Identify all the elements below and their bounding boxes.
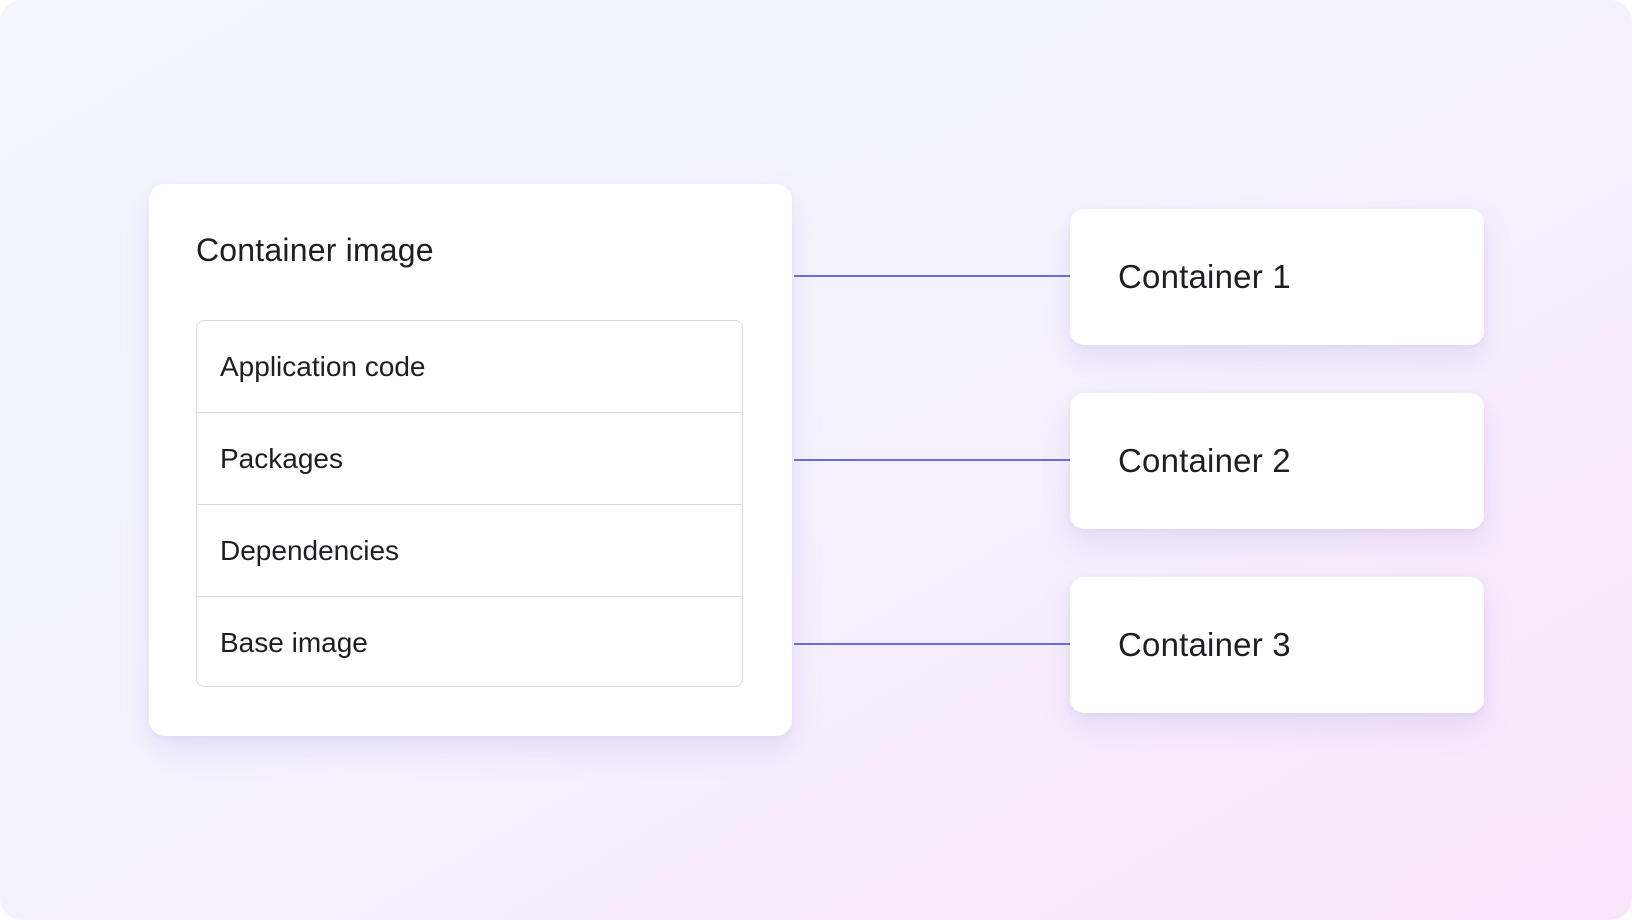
container-image-card: Container image Application code Package… <box>149 184 792 736</box>
layer-application-code: Application code <box>197 321 742 413</box>
image-layers-stack: Application code Packages Dependencies B… <box>196 320 743 687</box>
layer-dependencies: Dependencies <box>197 505 742 597</box>
container-1-card: Container 1 <box>1070 209 1484 345</box>
container-3-card: Container 3 <box>1070 577 1484 713</box>
container-image-title: Container image <box>196 232 434 268</box>
layer-packages: Packages <box>197 413 742 505</box>
container-2-card: Container 2 <box>1070 393 1484 529</box>
layer-base-image: Base image <box>220 627 368 658</box>
